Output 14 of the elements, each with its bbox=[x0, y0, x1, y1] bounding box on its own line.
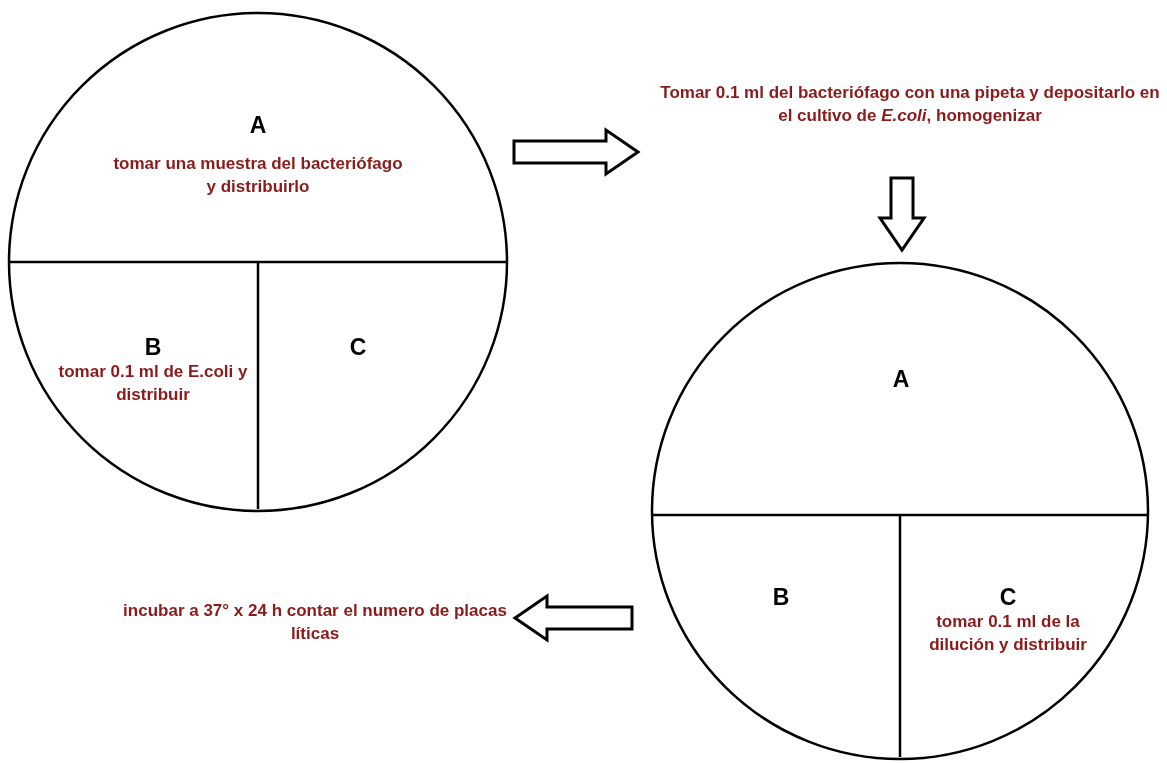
hollow-arrow bbox=[512, 127, 641, 177]
section-letter: B bbox=[772, 584, 790, 611]
instruction-text: tomar 0.1 ml de la dilución y distribuir bbox=[928, 611, 1088, 656]
instruction-text: tomar una muestra del bacteriófago y distribuirlo bbox=[112, 153, 404, 198]
hollow-arrow bbox=[877, 176, 927, 253]
hollow-arrow bbox=[512, 593, 634, 643]
instruction-text: incubar a 37° x 24 h contar el numero de placas líticas bbox=[122, 600, 508, 645]
section-letter: A bbox=[249, 112, 267, 139]
section-letter: C bbox=[999, 584, 1017, 611]
section-letter: A bbox=[892, 366, 910, 393]
section-letter: C bbox=[349, 334, 367, 361]
section-letter: B bbox=[144, 334, 162, 361]
instruction-text: tomar 0.1 ml de E.coli y distribuir bbox=[58, 361, 248, 406]
instruction-text: Tomar 0.1 ml del bacteriófago con una pipeta y depositarlo en el cultivo de E.coli, homogenizar bbox=[660, 82, 1160, 127]
